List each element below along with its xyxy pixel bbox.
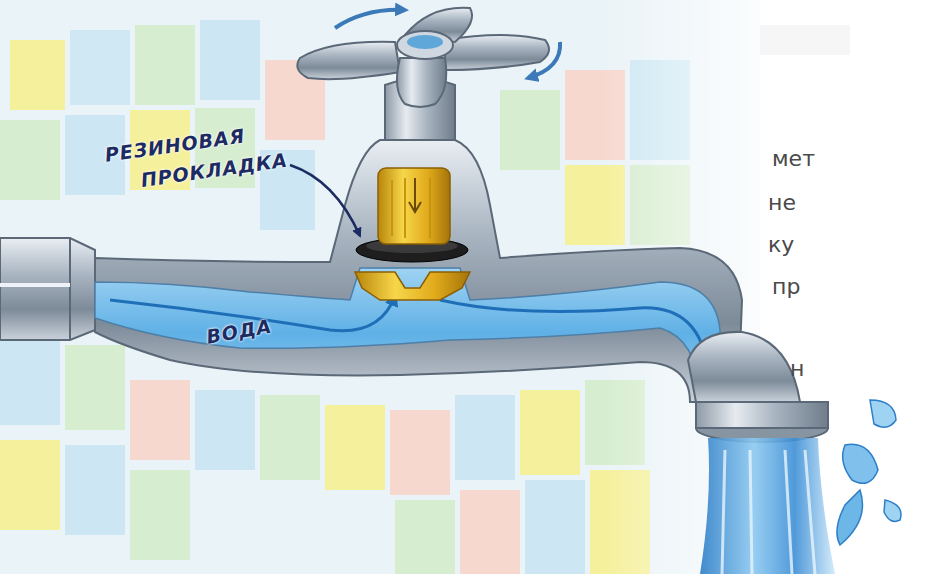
spindle-thread xyxy=(392,178,430,238)
water-drop xyxy=(884,500,901,521)
nut-body xyxy=(0,238,95,340)
leader-arrow xyxy=(290,165,360,236)
cross-handle xyxy=(297,8,549,107)
speckle xyxy=(760,25,850,55)
brass-spindle xyxy=(378,168,450,244)
water-drop xyxy=(843,444,878,483)
text-fragment: пр xyxy=(772,274,892,300)
tile xyxy=(325,405,385,490)
water-drop xyxy=(837,490,863,545)
handle-cap xyxy=(397,31,453,59)
water-drop xyxy=(870,400,896,427)
tile xyxy=(500,90,560,170)
tile xyxy=(130,380,190,460)
tile xyxy=(395,500,455,574)
part-label: ВОДА xyxy=(204,301,327,351)
tile xyxy=(10,40,65,110)
handle-arm xyxy=(445,35,549,70)
nut-highlight xyxy=(0,283,70,287)
text-fragment: мет xyxy=(772,146,892,172)
hex-nut xyxy=(0,238,95,340)
tile xyxy=(525,480,585,574)
tile xyxy=(0,440,60,530)
tile xyxy=(460,490,520,574)
water-channel xyxy=(95,268,720,400)
tile xyxy=(135,25,195,105)
tile xyxy=(65,445,125,535)
tile xyxy=(200,20,260,100)
tile xyxy=(0,340,60,425)
tile xyxy=(130,470,190,560)
text-fragment: н xyxy=(790,356,910,382)
stream-streaks xyxy=(722,450,815,574)
tile xyxy=(0,120,60,200)
part-label: РЕЗИНОВАЯ ПРОКЛАДКА xyxy=(103,106,351,199)
rotation-arrow xyxy=(335,10,405,28)
tile xyxy=(520,390,580,475)
text-fragment: ку xyxy=(768,232,888,258)
nozzle xyxy=(696,402,828,428)
handle-cap-inset xyxy=(407,35,443,49)
tile xyxy=(260,395,320,480)
tile xyxy=(390,410,450,495)
tile xyxy=(65,345,125,430)
water-flow-arrow xyxy=(440,300,708,370)
handle-arm xyxy=(397,58,446,107)
handle-arm xyxy=(297,42,400,79)
spout-bend xyxy=(688,332,800,402)
valve-seat xyxy=(355,272,470,300)
tile xyxy=(455,395,515,480)
tile xyxy=(195,390,255,470)
spindle-arrow xyxy=(409,178,421,212)
water-stream xyxy=(700,438,835,574)
tile xyxy=(70,30,130,105)
text-fragment: не xyxy=(768,190,888,216)
nut-edge xyxy=(69,238,71,340)
